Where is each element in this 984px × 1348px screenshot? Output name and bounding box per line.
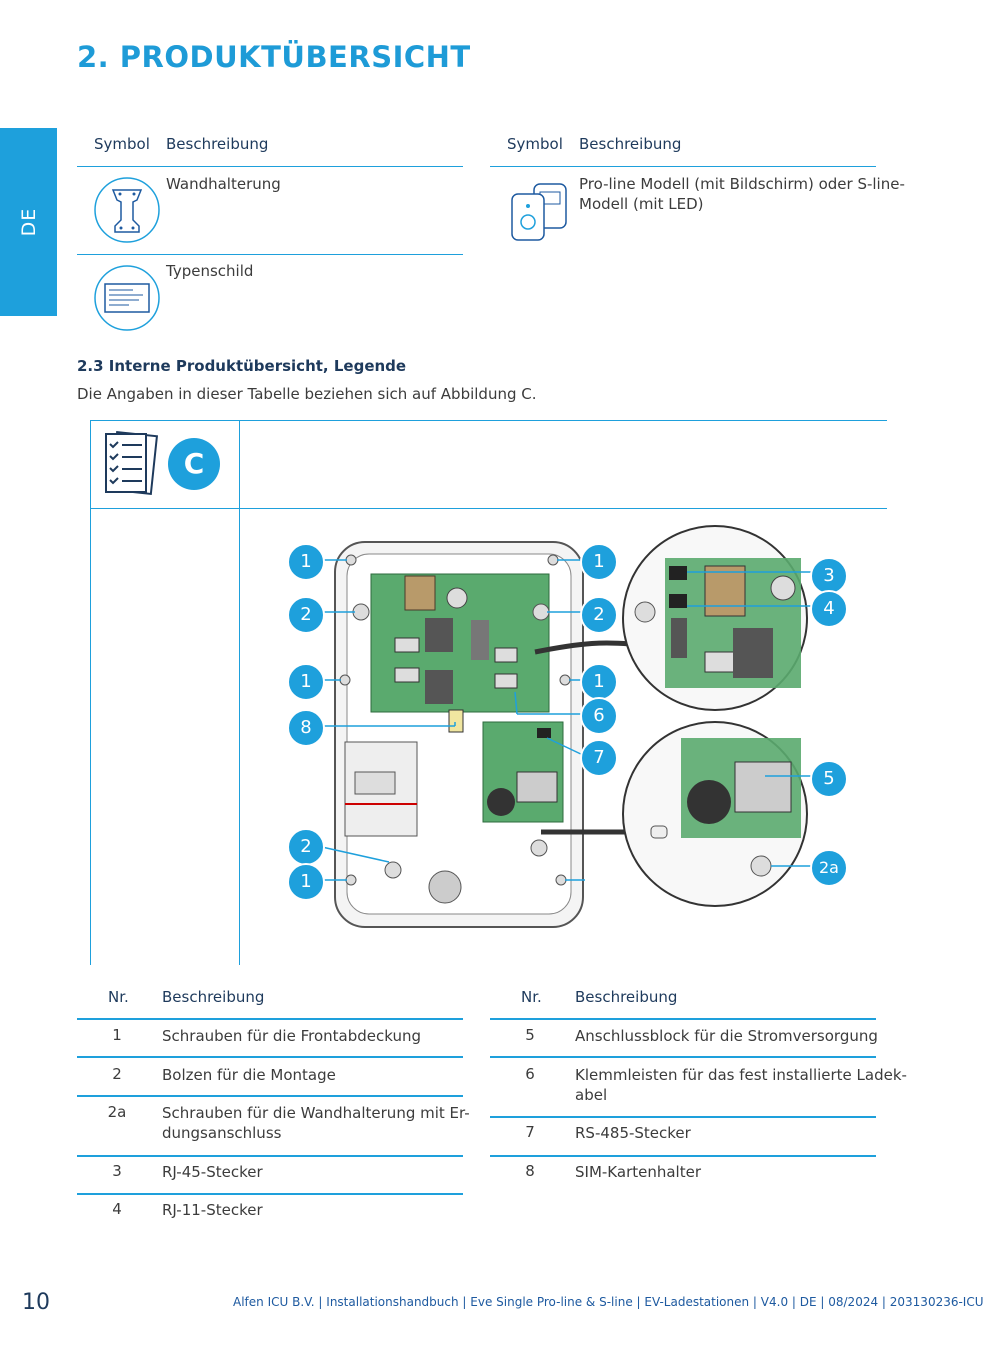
figure-border [90, 420, 91, 965]
section-intro: Die Angaben in dieser Tabelle beziehen s… [77, 385, 537, 403]
callout-1: 1 [287, 863, 325, 901]
legend-description: Schrauben für die Frontabdeckung [162, 1027, 421, 1045]
callout-5: 5 [810, 760, 848, 798]
legend-header-desc-right: Beschreibung [575, 988, 678, 1006]
legend-nr: 6 [525, 1065, 535, 1083]
callout-3: 3 [810, 557, 848, 595]
figure-border [90, 508, 887, 509]
divider [77, 1193, 463, 1195]
charger-internal-diagram [312, 525, 815, 928]
legend-description: RJ-11-Stecker [162, 1201, 263, 1219]
legend-nr: 4 [112, 1200, 122, 1218]
divider [490, 166, 876, 167]
symbol-description: Typenschild [166, 262, 254, 280]
symbol-description: Wandhalterung [166, 175, 281, 193]
divider [77, 1056, 463, 1058]
legend-description: Klemmleisten für das fest installierte L… [575, 1066, 907, 1104]
divider [490, 1018, 876, 1020]
legend-header-nr-left: Nr. [108, 988, 129, 1006]
type-plate-icon [94, 265, 160, 331]
legend-nr: 5 [525, 1026, 535, 1044]
divider [77, 1095, 463, 1097]
callout-8: 8 [287, 709, 325, 747]
legend-description: Bolzen für die Montage [162, 1066, 336, 1084]
description-header-right: Beschreibung [579, 135, 682, 153]
legend-description: RJ-45-Stecker [162, 1163, 263, 1181]
divider [490, 1116, 876, 1118]
callout-1: 1 [580, 663, 618, 701]
callout-7: 7 [580, 739, 618, 777]
language-tab: DE [0, 128, 57, 316]
charger-models-icon [511, 183, 567, 241]
divider [77, 1018, 463, 1020]
footer-text: Alfen ICU B.V. | Installationshandbuch |… [233, 1295, 984, 1309]
callout-2: 2 [287, 596, 325, 634]
legend-nr: 7 [525, 1123, 535, 1141]
wall-bracket-icon [94, 177, 160, 243]
divider [77, 254, 463, 255]
callout-2a: 2a [810, 849, 848, 887]
legend-description: Anschlussblock für die Stromversorgung [575, 1027, 878, 1045]
symbol-header-right: Symbol [507, 135, 563, 153]
page-title: 2. PRODUKTÜBERSICHT [77, 40, 471, 74]
legend-description: RS-485-Stecker [575, 1124, 691, 1142]
callout-1: 1 [580, 543, 618, 581]
callout-6: 6 [580, 697, 618, 735]
figure-badge: C [168, 438, 220, 490]
checklist-icon [105, 430, 159, 496]
divider [490, 1155, 876, 1157]
legend-nr: 1 [112, 1026, 122, 1044]
page-number: 10 [22, 1290, 50, 1315]
callout-4: 4 [810, 590, 848, 628]
legend-description: SIM-Kartenhalter [575, 1163, 701, 1181]
legend-nr: 2 [112, 1065, 122, 1083]
symbol-header-left: Symbol [94, 135, 150, 153]
legend-nr: 2a [107, 1103, 127, 1121]
callout-1: 1 [287, 663, 325, 701]
callout-2: 2 [287, 828, 325, 866]
divider [77, 1155, 463, 1157]
legend-nr: 3 [112, 1162, 122, 1180]
figure-border [239, 420, 240, 965]
callout-2: 2 [580, 596, 618, 634]
legend-description: Schrauben für die Wandhalterung mit Er-d… [162, 1104, 470, 1142]
legend-header-desc-left: Beschreibung [162, 988, 265, 1006]
description-header-left: Beschreibung [166, 135, 269, 153]
symbol-description: Pro-line Modell (mit Bildschirm) oder S-… [579, 175, 905, 213]
divider [77, 166, 463, 167]
figure-border [90, 420, 887, 421]
section-heading: 2.3 Interne Produktübersicht, Legende [77, 357, 407, 375]
legend-nr: 8 [525, 1162, 535, 1180]
callout-1: 1 [287, 543, 325, 581]
legend-header-nr-right: Nr. [521, 988, 542, 1006]
divider [490, 1056, 876, 1058]
